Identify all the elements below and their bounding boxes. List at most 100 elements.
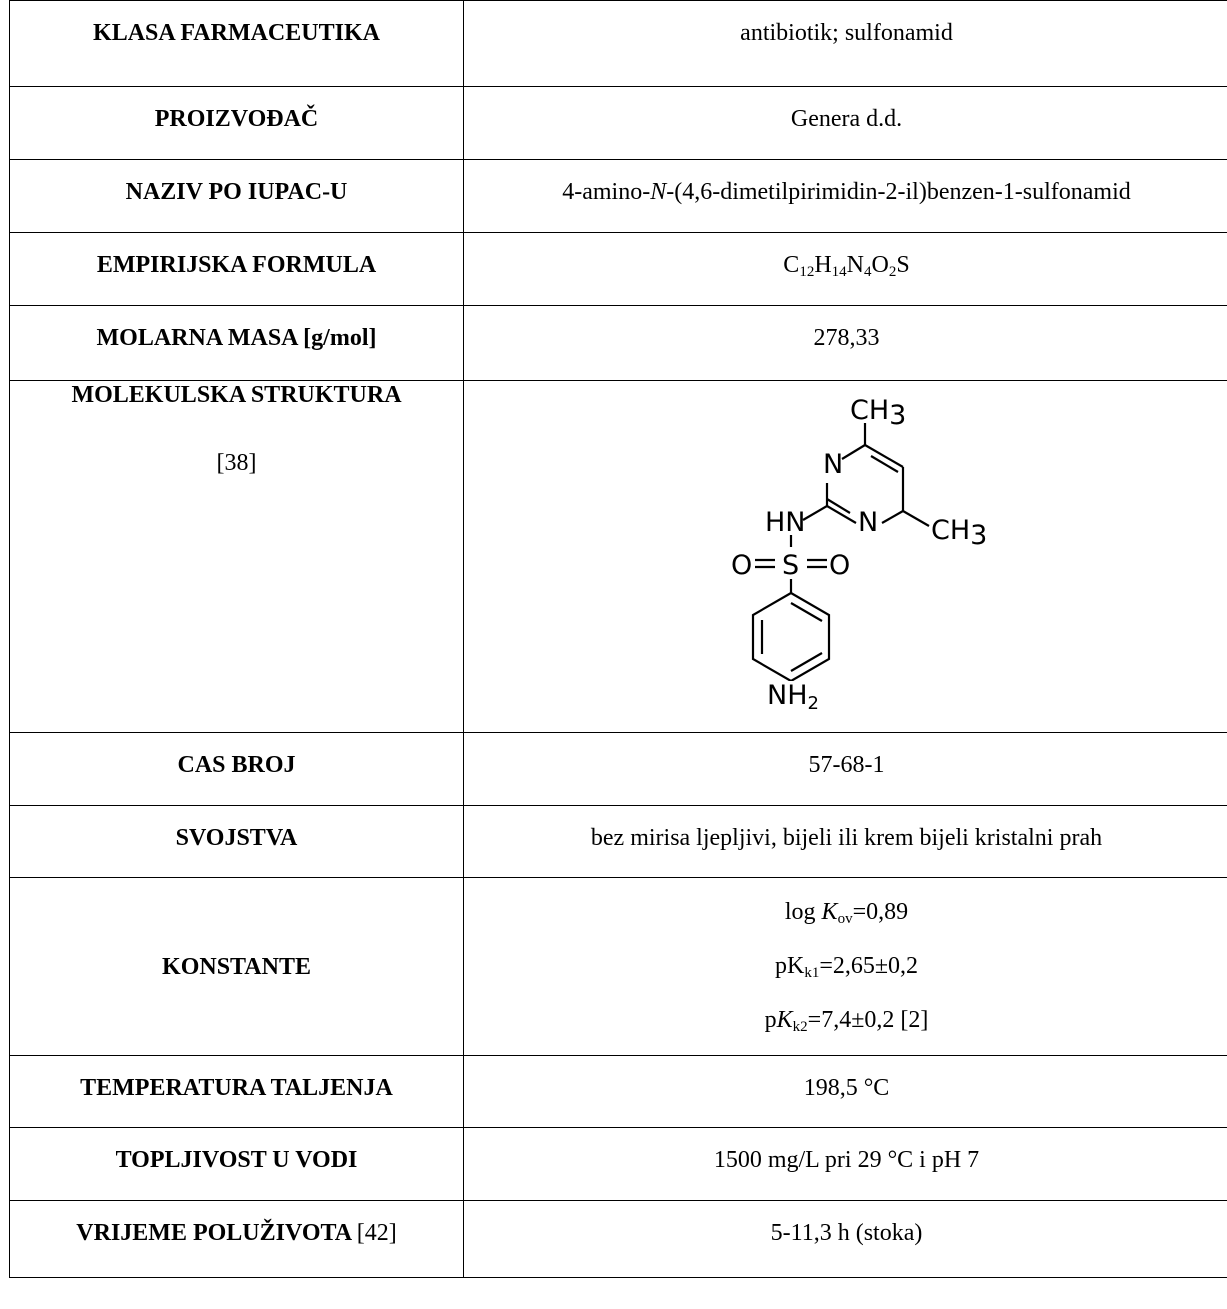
row-label-text: CAS BROJ (177, 752, 296, 778)
row-value-text: bez mirisa ljepljivi, bijeli ili krem bi… (590, 825, 1103, 851)
row-label-text: VRIJEME POLUŽIVOTA [42] (76, 1220, 397, 1246)
row-label-text: EMPIRIJSKA FORMULA (96, 252, 377, 278)
bond (801, 505, 828, 521)
benzene-ring (751, 592, 830, 681)
table-row: TOPLJIVOST U VODI 1500 mg/L pri 29 °C i … (9, 1127, 1227, 1201)
formula-n-count: 4 (864, 264, 872, 280)
formula-n: N (846, 252, 864, 278)
formula-c: C (783, 252, 800, 278)
table-row: SVOJSTVA bez mirisa ljepljivi, bijeli il… (9, 805, 1227, 878)
row-value: antibiotik; sulfonamid (463, 0, 1227, 87)
formula-s: S (896, 252, 910, 278)
row-label: CAS BROJ (9, 732, 464, 806)
bond (789, 652, 823, 672)
row-value: C12H14N4O2S (463, 232, 1227, 306)
atom-label: O (731, 550, 752, 581)
formula-h-count: 14 (831, 264, 847, 280)
row-value-text: Genera d.d. (790, 106, 903, 132)
atom-label: S (782, 550, 799, 581)
row-value-text: 5-11,3 h (stoka) (770, 1220, 923, 1246)
row-label-text: MOLEKULSKA STRUKTURA (71, 382, 402, 408)
row-value-text: 278,33 (813, 325, 880, 351)
citation: [42] (356, 1220, 397, 1246)
constant-log-kov: log Kov=0,89 (784, 899, 909, 927)
formula-o-count: 2 (888, 264, 897, 280)
row-label: KLASA FARMACEUTIKA (9, 0, 464, 87)
row-label-text: NAZIV PO IUPAC-U (125, 179, 348, 205)
row-label-text: SVOJSTVA (175, 825, 298, 851)
row-label: PROIZVOĐAČ (9, 86, 464, 160)
bond (880, 510, 904, 524)
row-label-text: PROIZVOĐAČ (154, 106, 319, 132)
row-label-text: KLASA FARMACEUTIKA (93, 20, 380, 46)
row-value-text: 198,5 °C (803, 1075, 890, 1101)
row-label: NAZIV PO IUPAC-U (9, 159, 464, 233)
amine-group: NH2 (767, 680, 819, 713)
row-label-text: TOPLJIVOST U VODI (115, 1147, 358, 1173)
table-row: KONSTANTE log Kov=0,89 pKk1=2,65±0,2 pKk… (9, 877, 1227, 1056)
formula-c-count: 12 (799, 264, 815, 280)
table-row: TEMPERATURA TALJENJA 198,5 °C (9, 1055, 1227, 1128)
iupac-name: 4-amino-N-(4,6-dimetilpirimidin-2-il)ben… (464, 160, 1227, 206)
row-value: 1500 mg/L pri 29 °C i pH 7 (463, 1127, 1227, 1201)
atom-label: NH2 (767, 680, 819, 713)
atom-label: CH3 (931, 515, 987, 551)
molecular-structure-diagram: CH3 N N CH3 HN O S O (731, 395, 987, 681)
row-value-text: 57-68-1 (808, 752, 885, 778)
row-value: 4-amino-N-(4,6-dimetilpirimidin-2-il)ben… (463, 159, 1227, 233)
bond (840, 444, 866, 460)
row-label: MOLEKULSKA STRUKTURA [38] (9, 380, 464, 733)
row-label: SVOJSTVA (9, 805, 464, 878)
table-row: CAS BROJ 57-68-1 (9, 732, 1227, 806)
row-value: 278,33 (463, 305, 1227, 381)
constant-pkk2: pKk2=7,4±0,2 [2] (764, 1007, 929, 1035)
table-row: VRIJEME POLUŽIVOTA [42] 5-11,3 h (stoka) (9, 1200, 1227, 1278)
row-label-text: KONSTANTE (162, 953, 311, 980)
molecular-structure-cell: CH3 N N CH3 HN O S O NH2 (463, 380, 1227, 733)
bond (869, 455, 899, 473)
bond (901, 510, 930, 527)
row-value-text: 1500 mg/L pri 29 °C i pH 7 (713, 1147, 980, 1173)
constants-list: log Kov=0,89 pKk1=2,65±0,2 pKk2=7,4±0,2 … (464, 878, 1227, 1035)
atom-label: N (858, 507, 878, 538)
row-value: 5-11,3 h (stoka) (463, 1200, 1227, 1278)
bond (825, 498, 851, 514)
row-value: bez mirisa ljepljivi, bijeli ili krem bi… (463, 805, 1227, 878)
table-row: MOLEKULSKA STRUKTURA [38] (9, 380, 1227, 733)
bond (825, 505, 857, 524)
formula-o: O (871, 252, 889, 278)
table-row: KLASA FARMACEUTIKA antibiotik; sulfonami… (9, 0, 1227, 87)
row-label: EMPIRIJSKA FORMULA (9, 232, 464, 306)
row-label: MOLARNA MASA [g/mol] (9, 305, 464, 381)
empirical-formula: C12H14N4O2S (464, 233, 1227, 280)
atom-label: HN (765, 507, 806, 538)
formula-h: H (814, 252, 832, 278)
iupac-suffix: -(4,6-dimetilpirimidin-2-il)benzen-1-sul… (666, 179, 1131, 205)
row-value: log Kov=0,89 pKk1=2,65±0,2 pKk2=7,4±0,2 … (463, 877, 1227, 1056)
row-value: Genera d.d. (463, 86, 1227, 160)
bond (863, 444, 904, 468)
properties-table: KLASA FARMACEUTIKA antibiotik; sulfonami… (9, 0, 1227, 1278)
row-value-text: antibiotik; sulfonamid (740, 20, 953, 46)
atom-label: N (823, 449, 843, 480)
citation: [38] (216, 450, 257, 476)
row-label: TOPLJIVOST U VODI (9, 1127, 464, 1201)
bond (789, 602, 823, 622)
atom-label: CH3 (850, 395, 906, 431)
row-label-text: TEMPERATURA TALJENJA (80, 1075, 393, 1101)
iupac-prefix: 4-amino- (562, 179, 651, 205)
table-row: NAZIV PO IUPAC-U 4-amino-N-(4,6-dimetilp… (9, 159, 1227, 233)
row-label: TEMPERATURA TALJENJA (9, 1055, 464, 1128)
table-row: MOLARNA MASA [g/mol] 278,33 (9, 305, 1227, 381)
amine-label: NH2 (464, 677, 1227, 713)
atom-label: O (829, 550, 850, 581)
row-label: VRIJEME POLUŽIVOTA [42] (9, 1200, 464, 1278)
row-value: 198,5 °C (463, 1055, 1227, 1128)
row-label-text: MOLARNA MASA [g/mol] (96, 325, 377, 351)
constant-pkk1: pKk1=2,65±0,2 (774, 953, 919, 981)
iupac-italic: N (650, 179, 667, 205)
row-label: KONSTANTE (9, 877, 464, 1056)
row-value: 57-68-1 (463, 732, 1227, 806)
table-row: EMPIRIJSKA FORMULA C12H14N4O2S (9, 232, 1227, 306)
table-row: PROIZVOĐAČ Genera d.d. (9, 86, 1227, 160)
